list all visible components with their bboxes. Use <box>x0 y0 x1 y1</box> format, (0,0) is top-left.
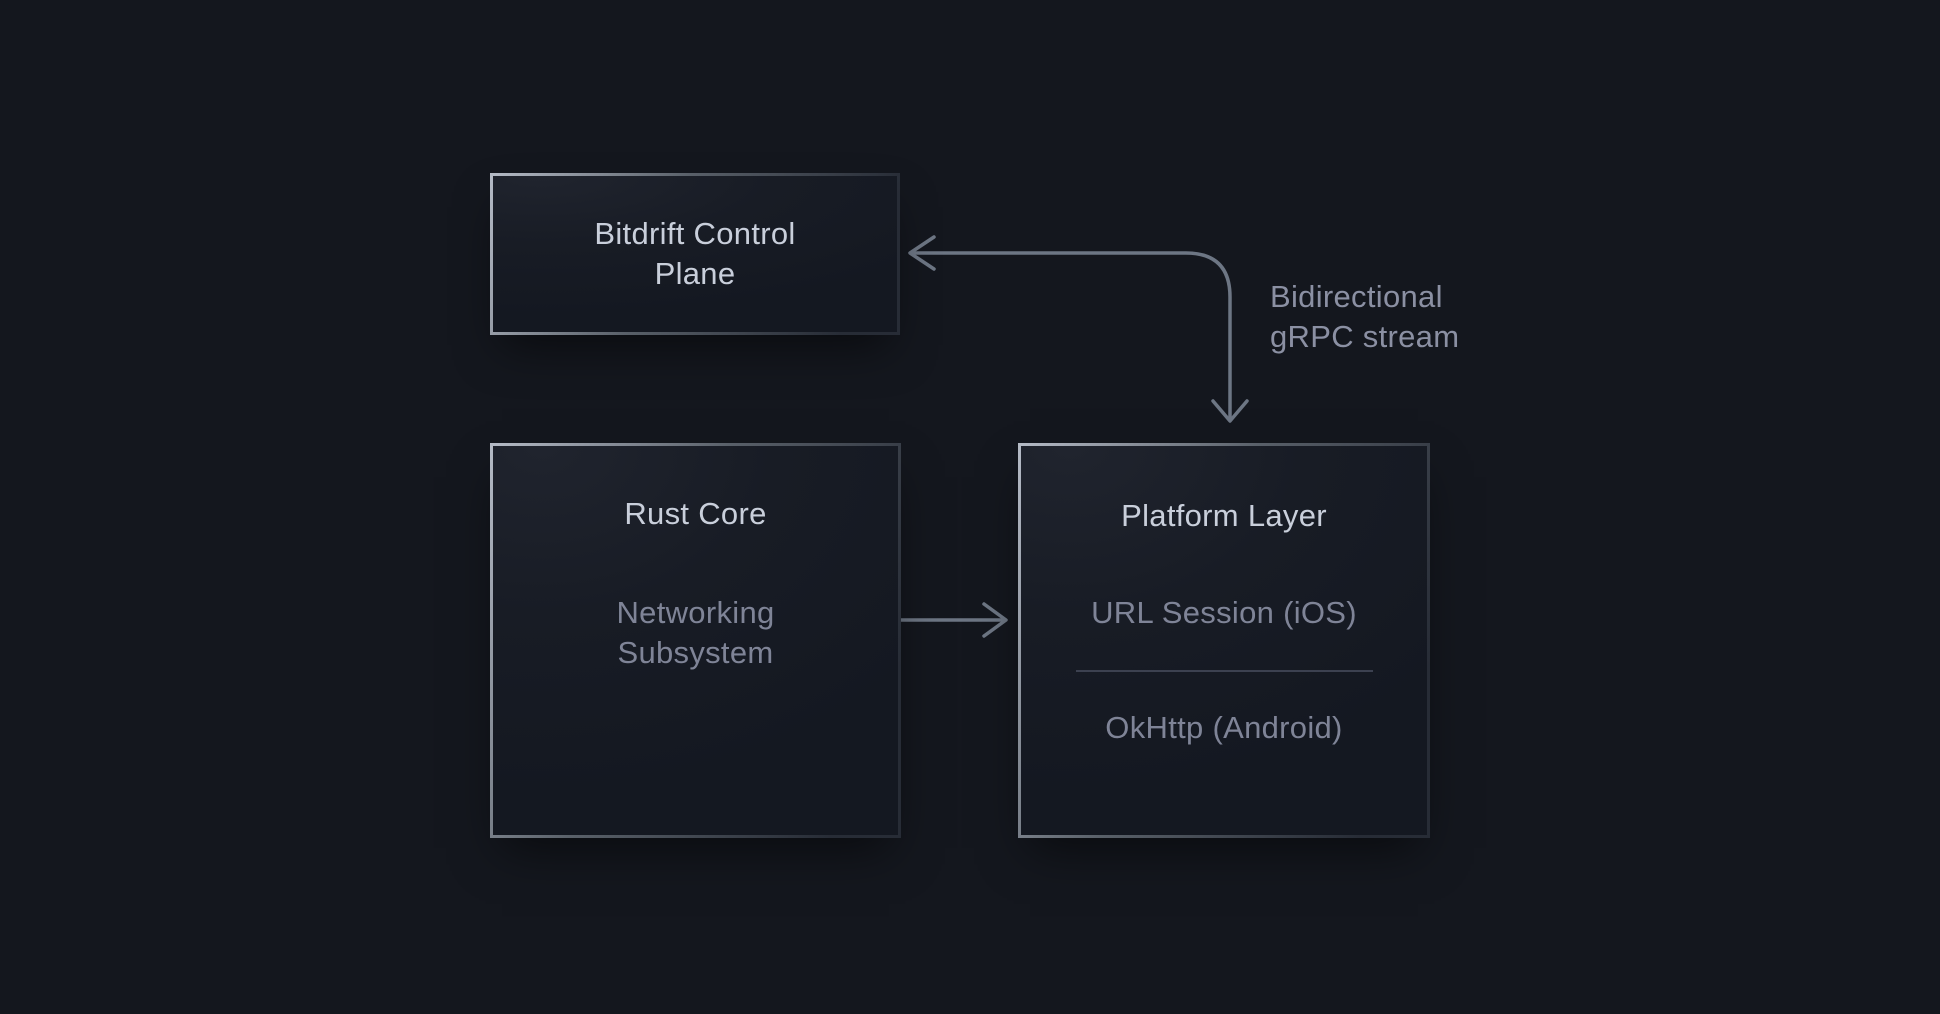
grpc-arrowhead-down-icon <box>1211 399 1249 423</box>
networking-subsystem-line1: Networking <box>616 595 775 630</box>
control-plane-title-line2: Plane <box>654 256 736 291</box>
grpc-stream-label: Bidirectional gRPC stream <box>1270 277 1459 357</box>
platform-layer-node: Platform Layer URL Session (iOS) OkHttp … <box>1018 443 1430 838</box>
url-session-item: URL Session (iOS) <box>1091 595 1357 630</box>
networking-subsystem-label: Networking Subsystem <box>493 593 898 673</box>
rust-core-node: Rust Core Networking Subsystem <box>490 443 901 838</box>
grpc-stream-arrow <box>908 235 1249 423</box>
core-platform-arrowhead-right-icon <box>982 602 1008 638</box>
control-plane-node: Bitdrift Control Plane <box>490 173 900 335</box>
grpc-arrowhead-left-icon <box>908 235 936 271</box>
grpc-stream-label-line2: gRPC stream <box>1270 319 1460 354</box>
platform-layer-title: Platform Layer <box>1121 498 1327 533</box>
okhttp-item: OkHttp (Android) <box>1105 710 1343 745</box>
networking-subsystem-line2: Subsystem <box>617 635 774 670</box>
grpc-arrow-path <box>910 251 1232 420</box>
grpc-stream-label-line1: Bidirectional <box>1270 279 1443 314</box>
control-plane-title-line1: Bitdrift Control <box>594 216 796 251</box>
rust-core-title: Rust Core <box>624 496 767 531</box>
platform-divider <box>1075 670 1373 672</box>
